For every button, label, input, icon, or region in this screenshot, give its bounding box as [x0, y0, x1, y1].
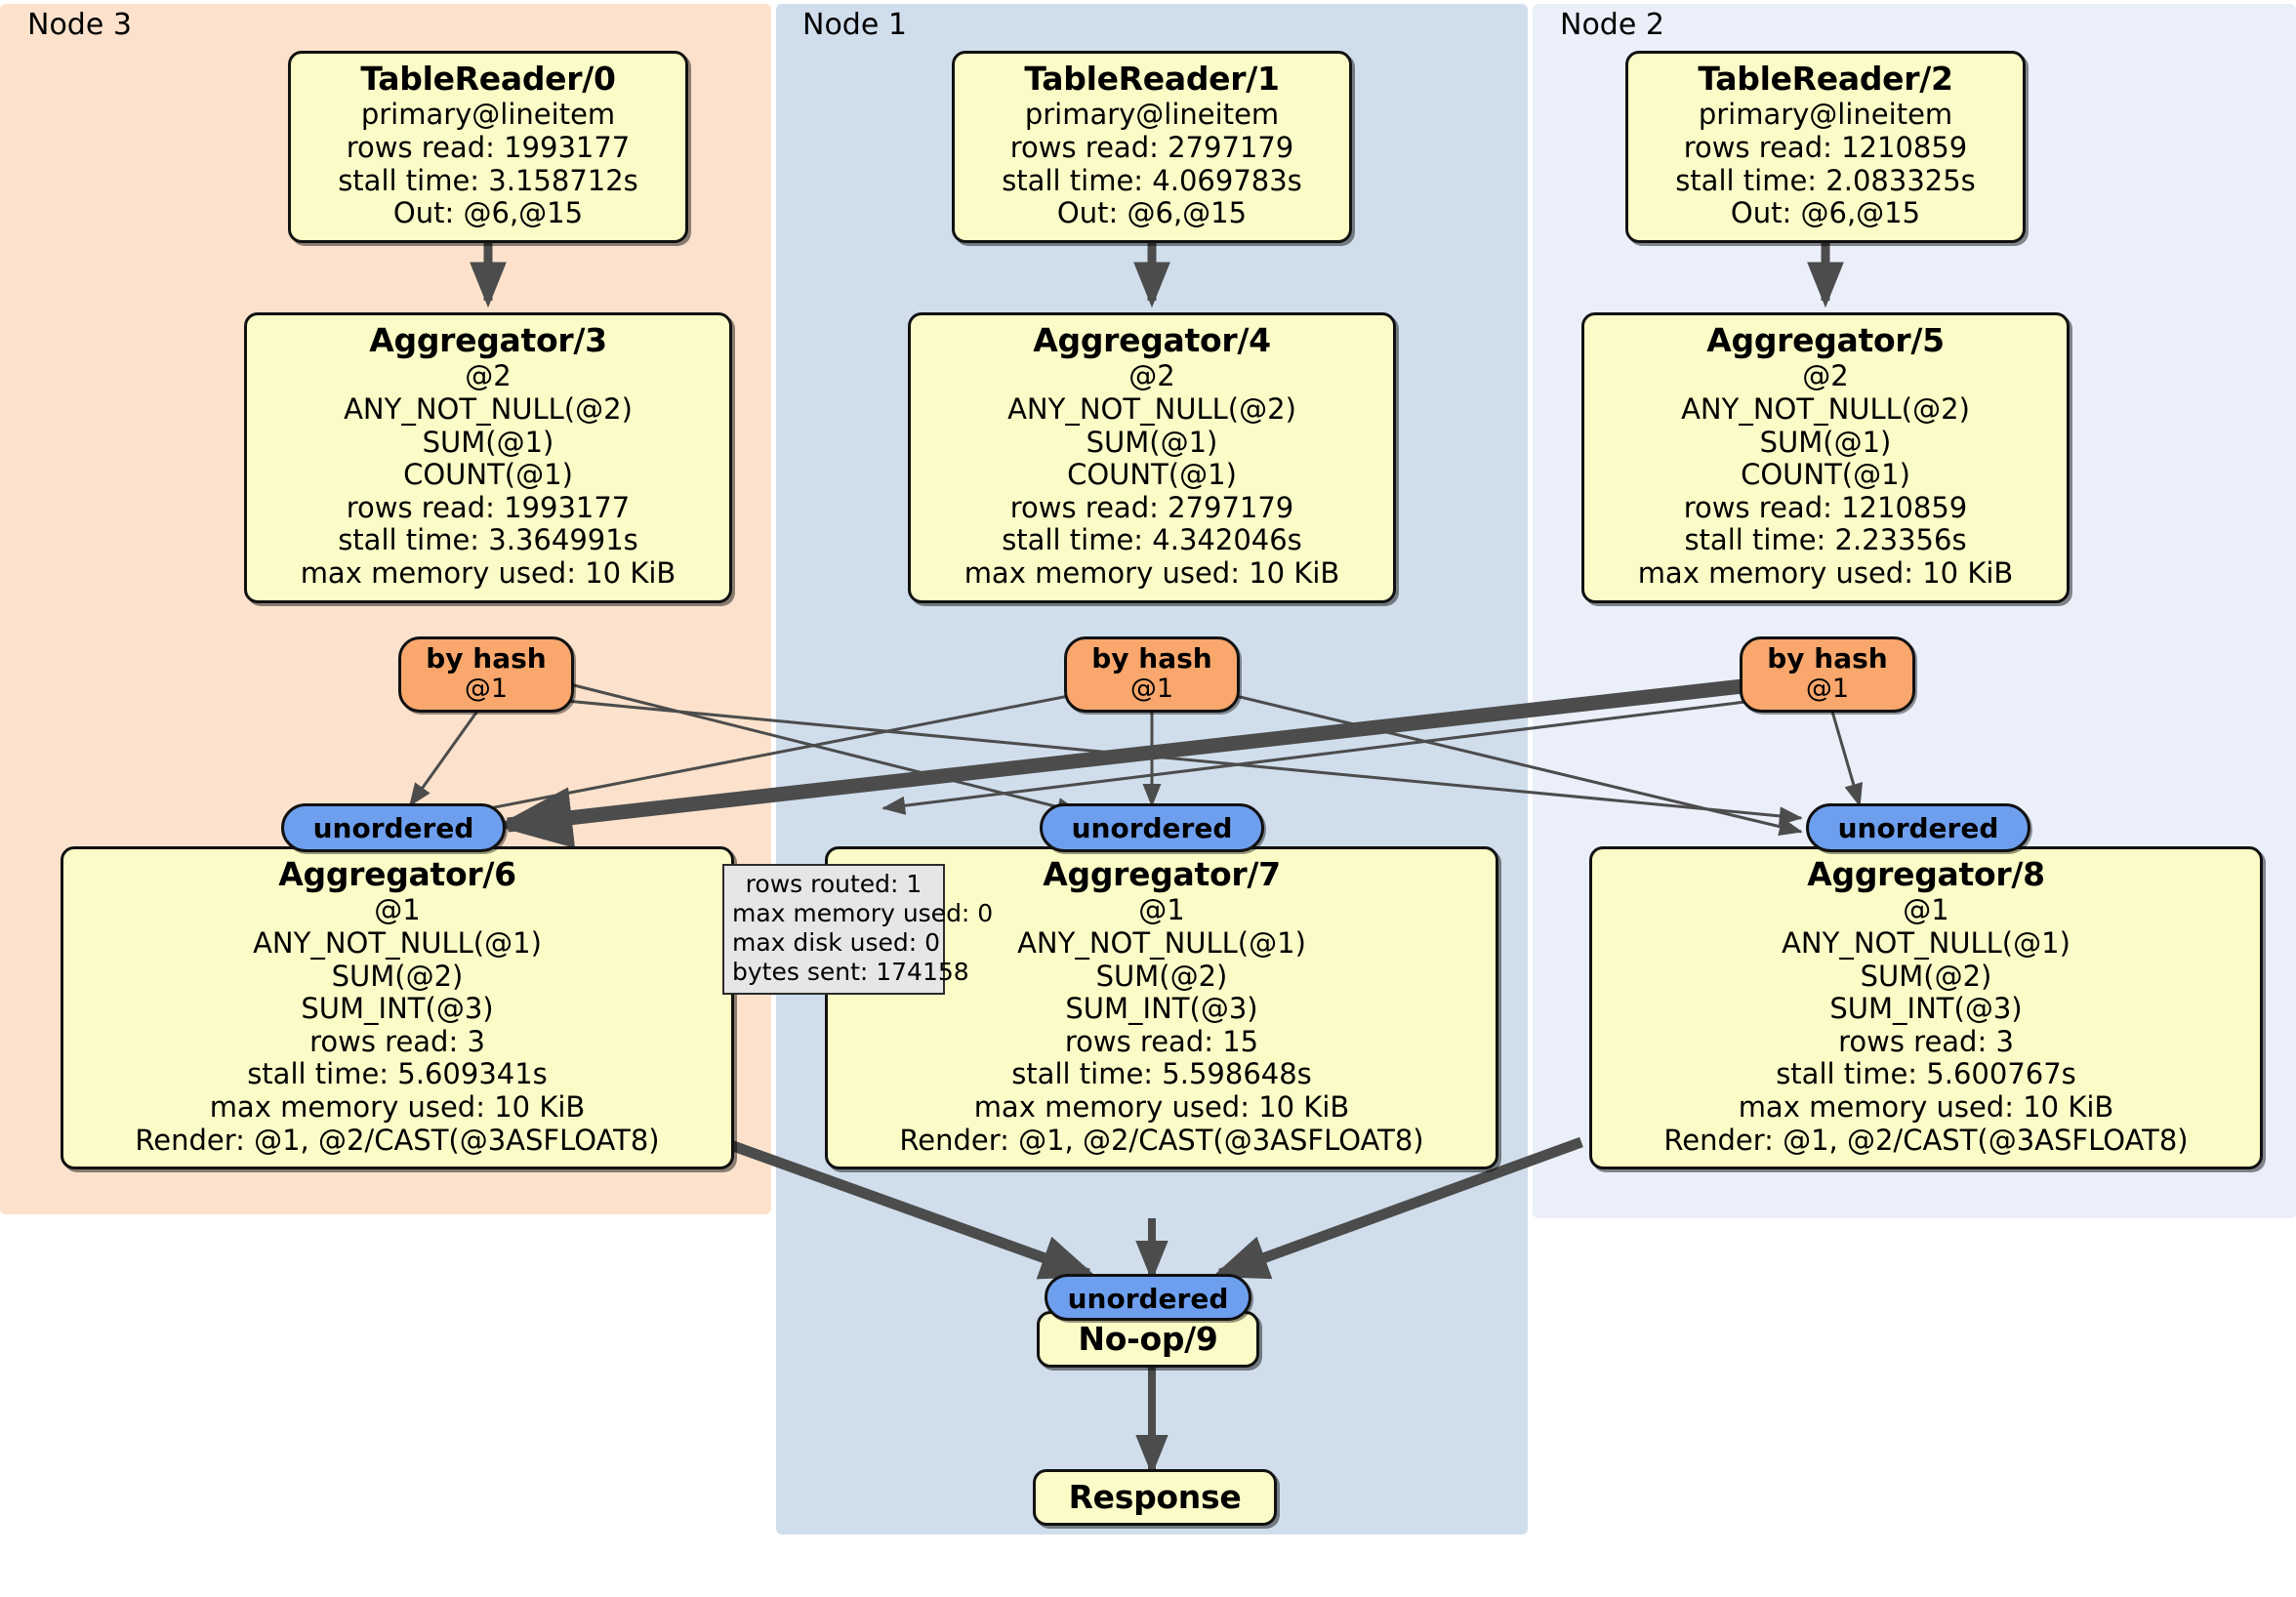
node-detail-row: primary@lineitem: [1698, 98, 1953, 132]
node-title: Aggregator/7: [1043, 855, 1281, 893]
node-detail-row: rows read: 1210859: [1683, 130, 1968, 164]
node-detail-row: rows read: 2797179: [1009, 490, 1294, 524]
router-title: by hash: [1767, 642, 1888, 675]
node-detail-row: stall time: 4.342046s: [1002, 523, 1302, 557]
node-detail-row: COUNT(@1): [1067, 458, 1237, 492]
node-detail-row: rows read: 1210859: [1683, 490, 1968, 524]
node-detail-row: stall time: 5.598648s: [1011, 1057, 1312, 1091]
node-detail-row: rows read: 1993177: [346, 130, 631, 164]
node-detail-row: stall time: 5.600767s: [1776, 1057, 2076, 1091]
node-detail-row: max memory used: 10 KiB: [1637, 556, 2014, 590]
node-detail-row: rows read: 3: [1838, 1024, 2014, 1058]
node-detail-row: COUNT(@1): [403, 458, 573, 492]
node-detail-row: @1: [1138, 893, 1185, 927]
node-detail-row: SUM(@2): [1860, 959, 1992, 993]
node-detail-row: SUM_INT(@3): [1829, 992, 2023, 1026]
node-detail-row: max memory used: 10 KiB: [300, 556, 676, 590]
node-detail-row: ANY_NOT_NULL(@2): [1007, 391, 1296, 426]
node-detail-row: SUM(@1): [1759, 425, 1892, 459]
node-detail-row: rows read: 15: [1064, 1024, 1259, 1058]
node-tablereader-0[interactable]: TableReader/0 primary@lineitem rows read…: [288, 51, 688, 243]
node-detail-row: rows read: 2797179: [1009, 130, 1294, 164]
node-tablereader-2[interactable]: TableReader/2 primary@lineitem rows read…: [1625, 51, 2026, 243]
node-detail-row: Render: @1, @2/CAST(@3ASFLOAT8): [899, 1123, 1424, 1157]
node-detail-row: stall time: 2.083325s: [1675, 163, 1976, 197]
router-column: @1: [1129, 674, 1174, 705]
cluster-label-node-1: Node 1: [802, 8, 907, 42]
node-detail-row: SUM(@2): [331, 959, 464, 993]
node-detail-row: ANY_NOT_NULL(@1): [1782, 925, 2070, 960]
node-detail-row: ANY_NOT_NULL(@2): [344, 391, 633, 426]
router-by-hash-node-3[interactable]: by hash @1: [398, 636, 574, 714]
node-detail-row: @2: [1802, 359, 1849, 393]
edge-stats-tooltip: rows routed: 1 max memory used: 0 max di…: [722, 864, 994, 995]
node-detail-row: max memory used: 10 KiB: [1738, 1090, 2114, 1124]
node-detail-row: rows read: 1993177: [346, 490, 631, 524]
node-detail-row: ANY_NOT_NULL(@2): [1681, 391, 1970, 426]
router-column: @1: [1805, 674, 1850, 705]
node-title: TableReader/0: [360, 60, 616, 98]
node-title: Aggregator/4: [1033, 321, 1271, 359]
synchronizer-unordered-node-2[interactable]: unordered: [1806, 803, 2030, 852]
router-by-hash-node-1[interactable]: by hash @1: [1064, 636, 1240, 714]
router-by-hash-node-2[interactable]: by hash @1: [1740, 636, 1915, 714]
node-aggregator-5[interactable]: Aggregator/5 @2 ANY_NOT_NULL(@2) SUM(@1)…: [1581, 312, 2070, 603]
node-detail-row: Out: @6,@15: [1730, 196, 1921, 230]
node-detail-row: stall time: 3.364991s: [338, 523, 638, 557]
node-detail-row: stall time: 3.158712s: [338, 163, 638, 197]
node-title: No-op/9: [1078, 1320, 1218, 1358]
node-detail-row: Out: @6,@15: [1056, 196, 1248, 230]
node-title: TableReader/2: [1698, 60, 1953, 98]
node-detail-row: primary@lineitem: [1024, 98, 1280, 132]
stats-row: max memory used: 0: [732, 899, 994, 927]
cluster-label-node-2: Node 2: [1560, 8, 1664, 42]
stats-row: max disk used: 0: [732, 928, 941, 957]
node-detail-row: max memory used: 10 KiB: [209, 1090, 586, 1124]
node-title: TableReader/1: [1024, 60, 1280, 98]
node-detail-row: ANY_NOT_NULL(@1): [1017, 925, 1306, 960]
node-title: Aggregator/8: [1807, 855, 2045, 893]
node-response[interactable]: Response: [1033, 1469, 1277, 1527]
node-detail-row: @1: [1903, 893, 1949, 927]
node-detail-row: stall time: 2.23356s: [1684, 523, 1967, 557]
node-detail-row: SUM(@2): [1095, 959, 1228, 993]
node-detail-row: COUNT(@1): [1741, 458, 1910, 492]
node-detail-row: SUM(@1): [1086, 425, 1218, 459]
node-detail-row: @2: [465, 359, 512, 393]
node-detail-row: primary@lineitem: [360, 98, 616, 132]
node-detail-row: Render: @1, @2/CAST(@3ASFLOAT8): [1663, 1123, 2189, 1157]
node-detail-row: Render: @1, @2/CAST(@3ASFLOAT8): [135, 1123, 660, 1157]
node-detail-row: stall time: 5.609341s: [247, 1057, 548, 1091]
node-detail-row: SUM_INT(@3): [1065, 992, 1258, 1026]
stats-row: rows routed: 1: [745, 870, 922, 898]
node-detail-row: @2: [1128, 359, 1175, 393]
node-detail-row: stall time: 4.069783s: [1002, 163, 1302, 197]
node-title: Aggregator/5: [1706, 321, 1945, 359]
router-column: @1: [464, 674, 509, 705]
node-detail-row: @1: [374, 893, 421, 927]
node-tablereader-1[interactable]: TableReader/1 primary@lineitem rows read…: [952, 51, 1352, 243]
node-title: Response: [1068, 1478, 1242, 1516]
router-title: by hash: [426, 642, 547, 675]
node-aggregator-3[interactable]: Aggregator/3 @2 ANY_NOT_NULL(@2) SUM(@1)…: [244, 312, 732, 603]
node-detail-row: rows read: 3: [309, 1024, 485, 1058]
node-title: Aggregator/3: [369, 321, 607, 359]
stats-row: bytes sent: 174158: [732, 958, 969, 986]
synchronizer-unordered-node-1[interactable]: unordered: [1040, 803, 1264, 852]
node-detail-row: max memory used: 10 KiB: [973, 1090, 1350, 1124]
cluster-label-node-3: Node 3: [27, 8, 132, 42]
node-aggregator-4[interactable]: Aggregator/4 @2 ANY_NOT_NULL(@2) SUM(@1)…: [908, 312, 1396, 603]
node-detail-row: SUM_INT(@3): [301, 992, 494, 1026]
node-aggregator-6[interactable]: Aggregator/6 @1 ANY_NOT_NULL(@1) SUM(@2)…: [61, 846, 734, 1170]
node-detail-row: max memory used: 10 KiB: [964, 556, 1340, 590]
node-detail-row: SUM(@1): [422, 425, 554, 459]
node-title: Aggregator/6: [278, 855, 516, 893]
synchronizer-unordered-final[interactable]: unordered: [1045, 1274, 1251, 1321]
node-aggregator-8[interactable]: Aggregator/8 @1 ANY_NOT_NULL(@1) SUM(@2)…: [1589, 846, 2263, 1170]
synchronizer-unordered-node-3[interactable]: unordered: [281, 803, 506, 852]
router-title: by hash: [1091, 642, 1212, 675]
node-detail-row: ANY_NOT_NULL(@1): [253, 925, 542, 960]
node-detail-row: Out: @6,@15: [392, 196, 584, 230]
